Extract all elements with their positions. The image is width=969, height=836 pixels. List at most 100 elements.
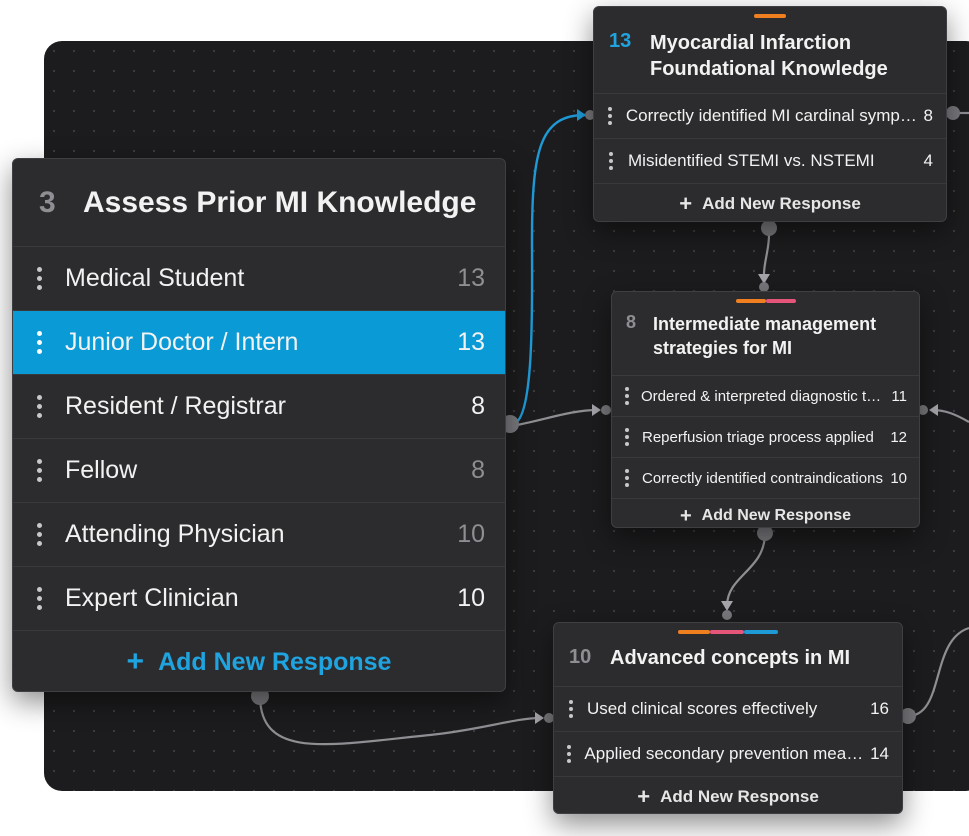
wire-arrow-icon [721, 601, 733, 611]
drag-handle-icon[interactable] [13, 247, 65, 310]
drag-handle-icon[interactable] [594, 139, 628, 183]
wire-port [761, 220, 777, 236]
response-count: 4 [923, 151, 933, 170]
node-header[interactable]: 8 Intermediate management strategies for… [612, 292, 919, 376]
drag-handle-icon[interactable] [13, 311, 65, 374]
response-row[interactable]: Used clinical scores effectively 16 [554, 687, 902, 732]
add-new-response-button[interactable]: + Add New Response [554, 777, 902, 813]
wire-port [759, 282, 769, 292]
response-label: Junior Doctor / Intern [65, 328, 299, 356]
node-header[interactable]: 10 Advanced concepts in MI [554, 623, 902, 687]
response-label: Medical Student [65, 264, 245, 292]
plus-icon: + [637, 784, 651, 809]
response-row-selected[interactable]: Junior Doctor / Intern 13 [13, 311, 505, 375]
wire-port [946, 106, 960, 120]
node-title-line: strategies for MI [653, 338, 793, 358]
response-label: Attending Physician [65, 520, 285, 548]
drag-handle-icon[interactable] [13, 439, 65, 502]
add-response-label: Add New Response [158, 647, 392, 676]
wire-resident-to-intermediate [511, 408, 599, 428]
drag-handle-icon[interactable] [594, 94, 626, 138]
response-row[interactable]: Fellow 8 [13, 439, 505, 503]
response-label: Resident / Registrar [65, 392, 286, 420]
status-bar [744, 630, 778, 634]
response-count: 16 [870, 699, 889, 718]
node-mi-foundational-knowledge[interactable]: 13 Myocardial Infarction Foundational Kn… [593, 6, 947, 222]
response-count: 10 [457, 584, 485, 612]
node-title: Intermediate management strategies for M… [653, 312, 876, 360]
response-label: Reperfusion triage process applied [642, 428, 874, 446]
response-label: Correctly identified contraindications [642, 469, 883, 487]
node-assess-prior-mi-knowledge[interactable]: 3 Assess Prior MI Knowledge Medical Stud… [12, 158, 506, 692]
response-label: Applied secondary prevention measures [584, 744, 865, 763]
response-label: Fellow [65, 456, 138, 484]
add-new-response-button[interactable]: + Add New Response [13, 631, 505, 691]
response-label: Misidentified STEMI vs. NSTEMI [628, 151, 875, 170]
response-label: Expert Clinician [65, 584, 239, 612]
drag-handle-icon[interactable] [554, 732, 584, 776]
wire-port [601, 405, 611, 415]
wire-arrow-icon [592, 404, 601, 416]
response-count: 10 [457, 520, 485, 548]
node-title-line: Foundational Knowledge [650, 58, 888, 80]
status-bar [766, 299, 796, 303]
response-label: Used clinical scores effectively [587, 699, 818, 718]
add-new-response-button[interactable]: + Add New Response [594, 184, 946, 221]
response-count: 8 [471, 392, 485, 420]
plus-icon: + [679, 191, 693, 216]
drag-handle-icon[interactable] [554, 687, 587, 731]
response-row[interactable]: Attending Physician 10 [13, 503, 505, 567]
wire-arrow-icon [929, 404, 938, 416]
add-response-label: Add New Response [701, 507, 852, 524]
response-count: 13 [457, 328, 485, 356]
response-row[interactable]: Correctly identified MI cardinal symptom… [594, 94, 946, 139]
node-header[interactable]: 3 Assess Prior MI Knowledge [13, 159, 505, 247]
drag-handle-icon[interactable] [612, 417, 642, 457]
response-row[interactable]: Expert Clinician 10 [13, 567, 505, 631]
add-new-response-button[interactable]: + Add New Response [612, 499, 919, 527]
response-count: 14 [870, 744, 889, 763]
status-bar [678, 630, 710, 634]
response-count: 13 [457, 264, 485, 292]
drag-handle-icon[interactable] [612, 376, 641, 416]
status-bar [710, 630, 744, 634]
response-count: 8 [471, 456, 485, 484]
node-title: Advanced concepts in MI [610, 647, 851, 669]
node-number: 13 [609, 30, 632, 52]
add-response-label: Add New Response [660, 787, 819, 806]
wire-port [585, 110, 595, 120]
drag-handle-icon[interactable] [13, 567, 65, 630]
response-count: 8 [923, 106, 933, 125]
node-intermediate-management[interactable]: 8 Intermediate management strategies for… [611, 291, 920, 528]
node-advanced-concepts[interactable]: 10 Advanced concepts in MI Used clinical… [553, 622, 903, 814]
response-label: Correctly identified MI cardinal symptom… [625, 106, 918, 125]
node-number: 10 [569, 646, 592, 668]
node-title: Assess Prior MI Knowledge [83, 185, 477, 219]
drag-handle-icon[interactable] [13, 375, 65, 438]
response-row[interactable]: Applied secondary prevention measures 14 [554, 732, 902, 777]
response-row[interactable]: Correctly identified contraindications 1… [612, 458, 919, 499]
response-row[interactable]: Resident / Registrar 8 [13, 375, 505, 439]
wire-intermediate-to-advanced [725, 532, 767, 606]
add-response-label: Add New Response [702, 194, 861, 213]
response-label: Ordered & interpreted diagnostic tests [641, 387, 886, 405]
node-number: 3 [39, 185, 56, 219]
response-row[interactable]: Reperfusion triage process applied 12 [612, 417, 919, 458]
wire-arrow-icon [535, 712, 544, 724]
response-row[interactable]: Ordered & interpreted diagnostic tests 1… [612, 376, 919, 417]
response-count: 10 [890, 469, 907, 487]
wire-port [757, 525, 773, 541]
drag-handle-icon[interactable] [13, 503, 65, 566]
wire-advanced-offscreen [907, 626, 969, 718]
status-bar [736, 299, 766, 303]
node-header[interactable]: 13 Myocardial Infarction Foundational Kn… [594, 7, 946, 94]
response-row[interactable]: Misidentified STEMI vs. NSTEMI 4 [594, 139, 946, 184]
drag-handle-icon[interactable] [612, 458, 642, 498]
wire-assess-to-advanced [258, 697, 541, 746]
wire-junior-to-foundational [511, 113, 586, 426]
status-bar [754, 14, 786, 18]
wire-arrow-icon [758, 274, 770, 284]
response-count: 12 [890, 428, 907, 446]
response-row[interactable]: Medical Student 13 [13, 247, 505, 311]
